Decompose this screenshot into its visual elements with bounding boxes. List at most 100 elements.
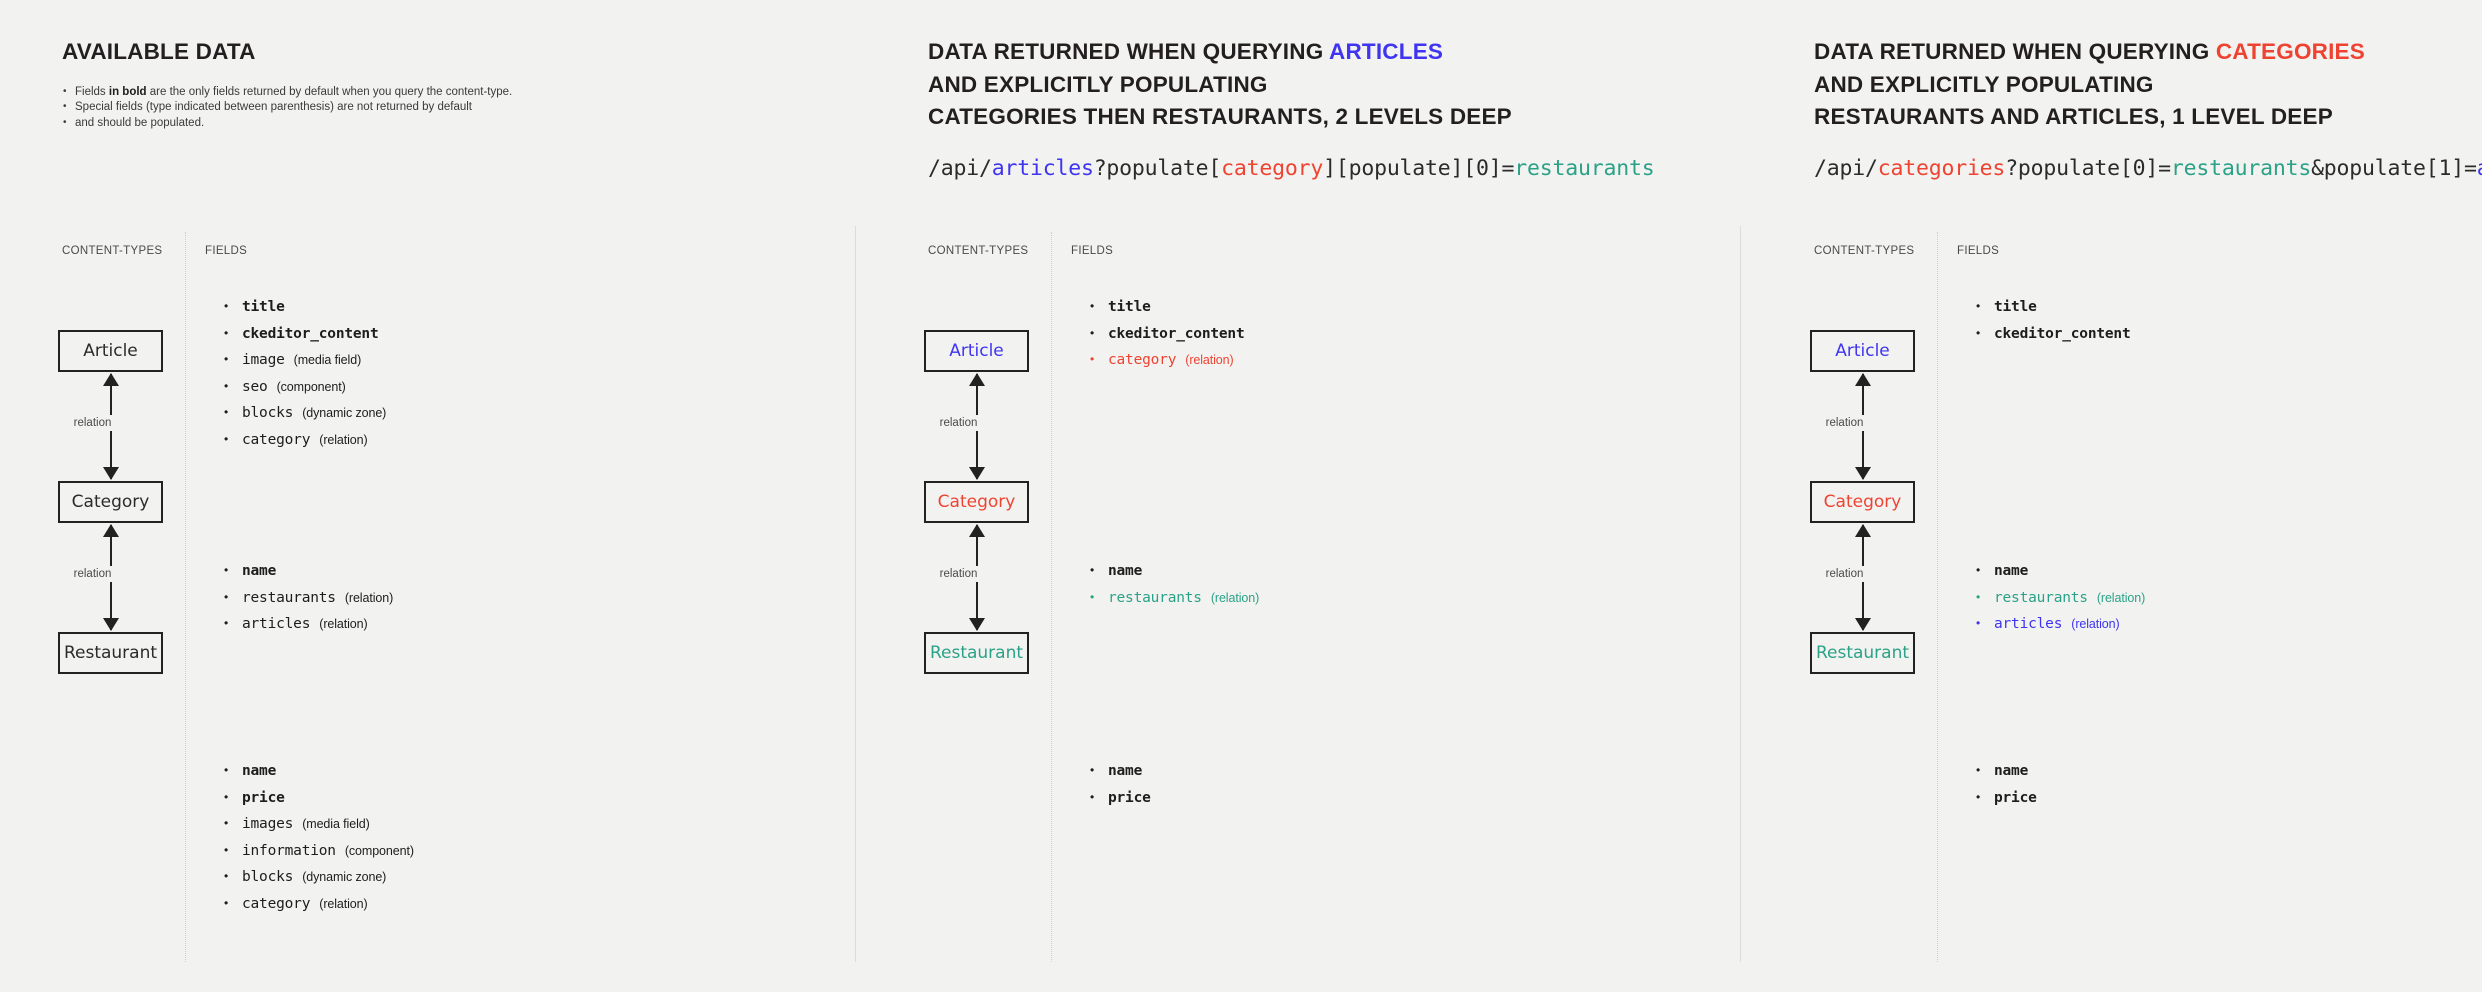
field-item: information(component) bbox=[222, 838, 822, 865]
field-name: name bbox=[242, 763, 277, 779]
field-name: articles bbox=[242, 616, 311, 632]
endpoint-segment: &populate[1]= bbox=[2311, 155, 2477, 181]
field-name: name bbox=[1994, 563, 2029, 579]
node-article[interactable]: Article bbox=[58, 330, 163, 372]
node-article[interactable]: Article bbox=[924, 330, 1029, 372]
arrowhead-up-icon bbox=[103, 373, 119, 386]
relation-label: relation bbox=[0, 415, 185, 431]
field-name: articles bbox=[1994, 616, 2063, 632]
node-category[interactable]: Category bbox=[1810, 481, 1915, 523]
panel-title-line1: DATA RETURNED WHEN QUERYING bbox=[928, 39, 1330, 64]
field-item: title bbox=[222, 294, 822, 321]
field-type: (media field) bbox=[293, 353, 362, 367]
legend-item: Special fields (type indicated between p… bbox=[62, 99, 835, 116]
relation-label: relation bbox=[866, 566, 1051, 582]
legend-bold: in bold bbox=[108, 85, 147, 98]
field-name: restaurants bbox=[1108, 589, 1202, 606]
node-article-label: Article bbox=[949, 341, 1004, 361]
field-item: ckeditor_content bbox=[1974, 321, 2482, 348]
arrowhead-down-icon bbox=[1855, 467, 1871, 480]
field-item: price bbox=[1088, 785, 1688, 812]
content-type-diagram: Article relation Category relation Resta… bbox=[1752, 300, 1937, 860]
dotted-divider bbox=[1937, 232, 1938, 962]
field-name: seo bbox=[242, 378, 268, 395]
field-name: name bbox=[1108, 763, 1143, 779]
panel-title-line3: RESTAURANTS AND ARTICLES, 1 LEVEL DEEP bbox=[1814, 104, 2333, 129]
endpoint-segment: ?populate[ bbox=[1093, 155, 1222, 181]
panel-title-line2: AND EXPLICITLY POPULATING bbox=[928, 71, 1268, 97]
field-item: restaurants(relation) bbox=[1088, 585, 1688, 612]
field-item: name bbox=[222, 758, 822, 785]
node-category-label: Category bbox=[71, 492, 150, 512]
relation-label: relation bbox=[0, 566, 185, 582]
panel-query-articles: DATA RETURNED WHEN QUERYING ARTICLES AND… bbox=[855, 0, 1740, 992]
node-article-label: Article bbox=[1835, 341, 1890, 361]
arrowhead-down-icon bbox=[103, 618, 119, 631]
field-type: (relation) bbox=[2071, 617, 2120, 631]
field-type: (relation) bbox=[319, 432, 368, 447]
field-name: name bbox=[1994, 763, 2029, 779]
endpoint-segment: articles bbox=[2477, 156, 2482, 181]
dotted-divider bbox=[185, 232, 186, 962]
endpoint-segment: /api/ bbox=[928, 155, 992, 181]
field-item: image (media field) bbox=[222, 347, 822, 374]
field-item: name bbox=[222, 558, 822, 585]
panel-title-accent: CATEGORIES bbox=[2215, 39, 2365, 64]
field-name: category bbox=[1108, 352, 1177, 368]
arrowhead-down-icon bbox=[1855, 618, 1871, 631]
arrowhead-up-icon bbox=[1855, 524, 1871, 537]
field-name: price bbox=[1994, 789, 2037, 806]
panel-title-line3: CATEGORIES THEN RESTAURANTS, 2 LEVELS DE… bbox=[928, 104, 1512, 129]
column-label-content-types: CONTENT-TYPES bbox=[62, 245, 163, 257]
panel-available-data: AVAILABLE DATA Fields in bold are the on… bbox=[0, 0, 855, 992]
fields-article: titleckeditor_content bbox=[1974, 294, 2482, 347]
field-item: title bbox=[1974, 294, 2482, 321]
column-label-fields: FIELDS bbox=[1957, 245, 2000, 257]
panel-header: AVAILABLE DATA Fields in bold are the on… bbox=[62, 36, 835, 131]
fields-restaurant: name price bbox=[1088, 758, 1688, 811]
arrowhead-up-icon bbox=[103, 524, 119, 537]
legend-list: Fields in bold are the only fields retur… bbox=[62, 84, 835, 132]
column-label-fields: FIELDS bbox=[1071, 245, 1114, 257]
arrowhead-up-icon bbox=[1855, 373, 1871, 386]
fields-restaurant: namepriceimages(media field)information(… bbox=[222, 758, 822, 917]
field-item: blocks(dynamic zone) bbox=[222, 864, 822, 891]
relation-label: relation bbox=[866, 415, 1051, 431]
field-item: restaurants(relation) bbox=[222, 585, 822, 612]
node-restaurant[interactable]: Restaurant bbox=[924, 632, 1029, 674]
node-category[interactable]: Category bbox=[924, 481, 1029, 523]
arrowhead-up-icon bbox=[969, 524, 985, 537]
arrowhead-down-icon bbox=[969, 618, 985, 631]
node-restaurant[interactable]: Restaurant bbox=[1810, 632, 1915, 674]
panel-title-line1: DATA RETURNED WHEN QUERYING bbox=[1814, 39, 2216, 64]
field-type: (relation) bbox=[319, 896, 368, 911]
field-item: articles(relation) bbox=[222, 611, 822, 638]
field-name: restaurants bbox=[242, 589, 336, 606]
panel-title-line1: AVAILABLE DATA bbox=[62, 39, 256, 64]
panel-title: DATA RETURNED WHEN QUERYING CATEGORIES bbox=[1814, 36, 2462, 69]
field-name: restaurants bbox=[1994, 589, 2088, 606]
endpoint-segment: ][populate][0]= bbox=[1323, 155, 1515, 181]
field-name: blocks bbox=[242, 869, 294, 885]
node-restaurant-label: Restaurant bbox=[929, 643, 1024, 663]
field-item: price bbox=[222, 785, 822, 812]
legend-text: Fields bbox=[75, 85, 109, 98]
node-article[interactable]: Article bbox=[1810, 330, 1915, 372]
content-type-diagram: Article relation Category relation Resta… bbox=[866, 300, 1051, 860]
field-name: name bbox=[242, 563, 277, 579]
node-category-label: Category bbox=[937, 492, 1016, 512]
fields-article: titleckeditor_contentimage(media field)s… bbox=[222, 294, 822, 453]
panel-title-accent: ARTICLES bbox=[1329, 39, 1444, 64]
arrowhead-down-icon bbox=[969, 467, 985, 480]
endpoint-segment: articles bbox=[991, 155, 1094, 181]
field-name: category bbox=[242, 431, 311, 448]
node-restaurant[interactable]: Restaurant bbox=[58, 632, 163, 674]
panel-title: DATA RETURNED WHEN QUERYING ARTICLES bbox=[928, 36, 1720, 69]
relation-label: relation bbox=[1752, 566, 1937, 582]
field-name: image bbox=[242, 352, 285, 368]
content-type-diagram: Article relation Category relation Resta… bbox=[0, 300, 185, 860]
field-item: seo(component) bbox=[222, 374, 822, 401]
node-category[interactable]: Category bbox=[58, 481, 163, 523]
field-type: (relation) bbox=[2096, 590, 2146, 605]
fields-restaurant: name price bbox=[1974, 758, 2482, 811]
